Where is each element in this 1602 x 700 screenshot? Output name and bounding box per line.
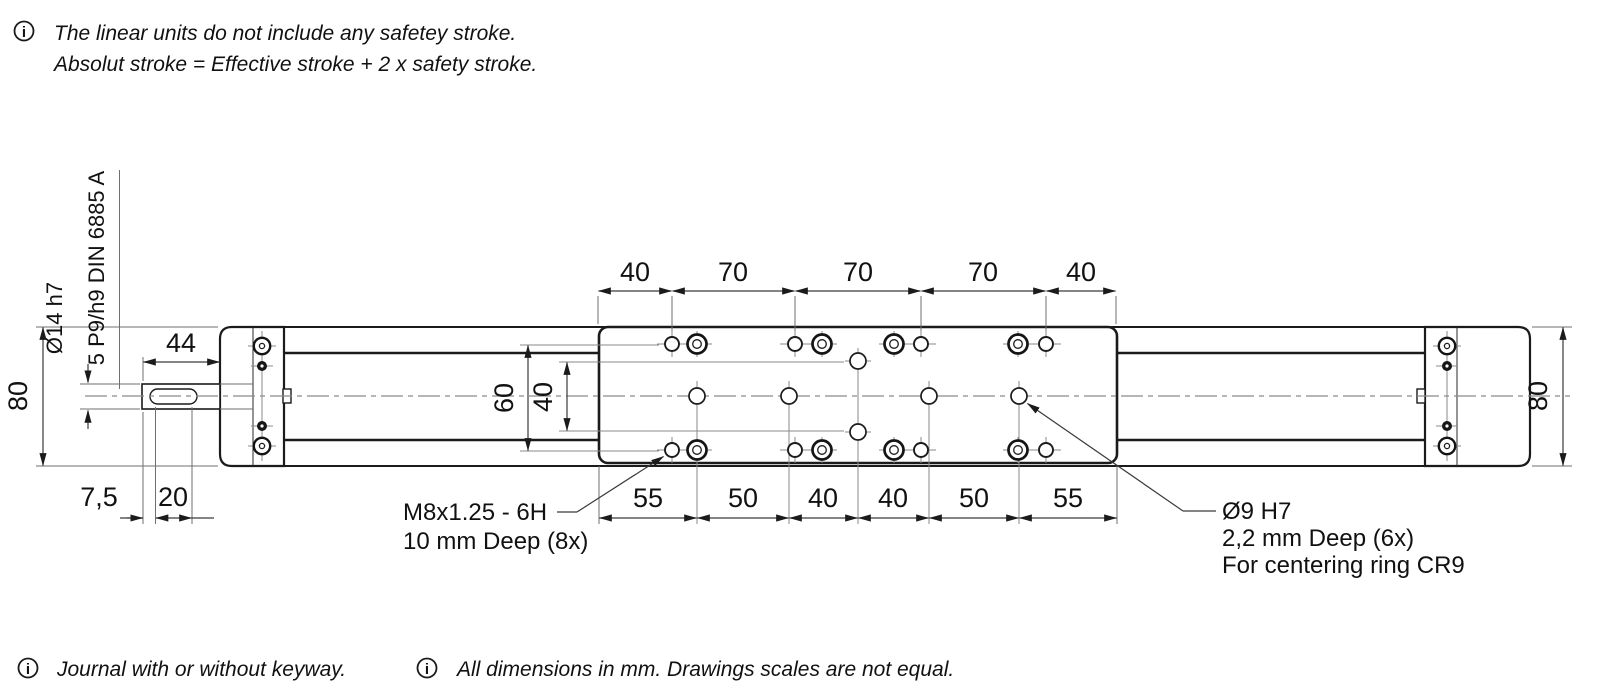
dim-40-vertical: 40 <box>528 361 571 432</box>
dim-bottom-2: 50 <box>728 483 758 513</box>
callout-m8: M8x1.25 - 6H 10 mm Deep (8x) <box>403 455 665 555</box>
dim-60: 60 <box>489 344 532 452</box>
dim-80-right-label: 80 <box>1523 381 1553 411</box>
dim-bottom-6: 55 <box>1053 483 1083 513</box>
info-icon <box>416 657 438 679</box>
dim-bottom-4: 40 <box>878 483 908 513</box>
dim-80-left: 80 <box>3 326 47 467</box>
header-note-line1: The linear units do not include any safe… <box>54 22 516 45</box>
callout-m8-line2: 10 mm Deep (8x) <box>403 528 588 555</box>
dim-bottom-5: 50 <box>959 483 989 513</box>
dim-top-5: 40 <box>1066 257 1096 287</box>
dim-shaft-dia: Ø14 h7 <box>42 282 92 429</box>
footer-note-right-text: All dimensions in mm. Drawings scales ar… <box>455 658 954 681</box>
dim-44: 44 <box>142 328 221 366</box>
right-block-holes <box>1433 331 1461 461</box>
dim-44-label: 44 <box>166 328 196 358</box>
callout-o9: Ø9 H7 2,2 mm Deep (6x) For centering rin… <box>1026 403 1465 579</box>
callout-o9-line3: For centering ring CR9 <box>1222 552 1465 579</box>
dim-bottom-chain: 55 50 40 40 50 55 <box>598 483 1118 522</box>
dim-bottom-1: 55 <box>633 483 663 513</box>
footer-note-left-text: Journal with or without keyway. <box>56 658 346 681</box>
dim-top-1: 40 <box>620 257 650 287</box>
dim-7-5-label: 7,5 <box>80 482 118 512</box>
dim-top-4: 70 <box>968 257 998 287</box>
counterbore-holes <box>686 333 1029 461</box>
dim-80-left-label: 80 <box>3 381 33 411</box>
dim-80-right: 80 <box>1523 326 1567 467</box>
callout-m8-line1: M8x1.25 - 6H <box>403 499 547 526</box>
dim-40v-label: 40 <box>528 382 558 412</box>
dim-20-label: 20 <box>158 482 188 512</box>
info-icon-glyph: i <box>425 661 429 678</box>
dim-7-5-and-20: 7,5 20 <box>80 482 214 522</box>
keyway-spec-label: 5 P9/h9 DIN 6885 A <box>84 170 109 365</box>
right-end-block <box>1423 325 1532 468</box>
info-icon <box>17 657 39 679</box>
centering-ring-holes <box>688 352 1028 441</box>
dim-top-3: 70 <box>843 257 873 287</box>
dim-60-label: 60 <box>489 383 519 413</box>
callout-o9-line1: Ø9 H7 <box>1222 498 1291 525</box>
left-block-holes <box>248 331 276 461</box>
dim-top-chain: 40 70 70 70 40 <box>597 257 1117 295</box>
dim-top-2: 70 <box>718 257 748 287</box>
header-note-line2: Absolut stroke = Effective stroke + 2 x … <box>52 53 537 76</box>
dim-bottom-3: 40 <box>808 483 838 513</box>
shaft-spec-label: Ø14 h7 <box>42 282 67 354</box>
footer-note-left: i Journal with or without keyway. <box>17 657 346 681</box>
extension-lines <box>36 170 1572 524</box>
footer-note-right: i All dimensions in mm. Drawings scales … <box>416 657 954 681</box>
header-note: i The linear units do not include any sa… <box>13 20 537 76</box>
info-icon-glyph: i <box>26 661 30 678</box>
m8-thread-holes <box>664 336 1054 458</box>
info-icon-glyph: i <box>22 24 26 41</box>
callout-o9-line2: 2,2 mm Deep (6x) <box>1222 525 1414 552</box>
info-icon <box>13 20 35 42</box>
